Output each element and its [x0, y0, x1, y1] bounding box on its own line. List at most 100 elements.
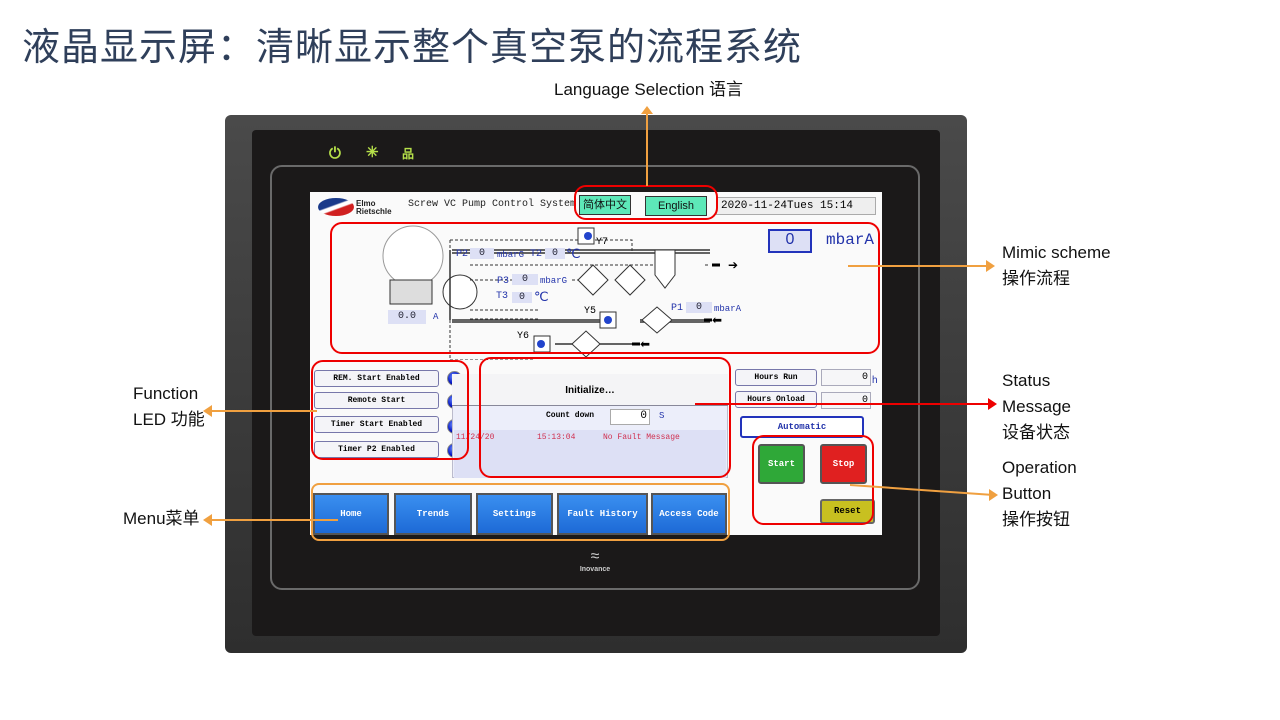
- function-annotation-2: LED 功能: [133, 410, 205, 429]
- log-time: 15:13:04: [537, 433, 576, 442]
- p3-unit: mbarG: [540, 276, 568, 286]
- arrow-right-icon: [989, 489, 998, 501]
- mimic-annotation-en: Mimic scheme: [1002, 243, 1111, 262]
- language-pointer: [646, 110, 648, 186]
- arrow-left-icon: [203, 405, 212, 417]
- t2-value: 0: [545, 248, 565, 259]
- operation-highlight: [752, 435, 874, 525]
- start-button[interactable]: Start: [758, 444, 805, 484]
- menu-fault-history[interactable]: Fault History: [557, 493, 648, 535]
- power-icon: ⏻: [329, 145, 341, 162]
- menu-settings[interactable]: Settings: [476, 493, 553, 535]
- menu-highlight: [311, 483, 730, 541]
- status-annotation-1: Status: [1002, 371, 1051, 390]
- lang-english-button[interactable]: English: [645, 196, 707, 216]
- countdown-unit: S: [659, 411, 665, 421]
- mimic-annotation-cn: 操作流程: [1002, 269, 1070, 288]
- p3-label: P3: [497, 276, 510, 287]
- t2-unit: ℃: [566, 246, 581, 261]
- main-pressure-unit: mbarA: [826, 231, 875, 249]
- valve-y6-icon: [537, 340, 545, 348]
- inovance-logo-icon: ≈: [590, 548, 600, 565]
- log-text: No Fault Message: [603, 433, 680, 442]
- pump-icon: [442, 274, 478, 310]
- operation-annotation-3: 操作按钮: [1002, 510, 1070, 529]
- t3-label: T3: [496, 291, 509, 302]
- function-timer-start-enabled[interactable]: Timer Start Enabled: [314, 416, 439, 433]
- p2-unit: mbarG: [497, 250, 525, 260]
- main-pressure-value: 0: [768, 229, 812, 253]
- log-date: 11/24/20: [456, 433, 495, 442]
- hours-onload-label: Hours Onload: [735, 391, 817, 408]
- hours-run-unit: h: [872, 375, 878, 386]
- function-annotation-1: Function: [133, 384, 199, 403]
- function-remote-start[interactable]: Remote Start: [314, 392, 439, 409]
- t3-unit: ℃: [534, 289, 549, 304]
- p1-label: P1: [671, 303, 684, 314]
- p3-value: 0: [512, 274, 538, 285]
- filter-icons: [571, 264, 673, 358]
- arrow-right-icon: [986, 260, 995, 272]
- motor-current-value: 0.0: [388, 310, 426, 324]
- motor-current-unit: A: [433, 312, 439, 322]
- arrow-left-icon: [203, 514, 212, 526]
- language-highlight: [574, 185, 718, 220]
- mimic-diagram: ➔ ⬅ ⬅: [382, 225, 738, 360]
- p1-unit: mbarA: [714, 304, 742, 314]
- mode-indicator: Automatic: [740, 416, 864, 438]
- p2-value: 0: [470, 248, 494, 259]
- stop-button[interactable]: Stop: [820, 444, 867, 484]
- svg-text:⬅: ⬅: [640, 337, 650, 351]
- logo-line1: Elmo: [356, 199, 376, 208]
- t2-label: T2: [530, 249, 543, 260]
- svg-text:➔: ➔: [728, 258, 738, 272]
- mimic-pointer: [848, 265, 988, 267]
- t3-value: 0: [512, 292, 532, 303]
- datetime-display: 2020-11-24Tues 15:14: [716, 197, 876, 215]
- network-icon: 品: [402, 147, 415, 161]
- status-pointer: [695, 403, 990, 405]
- slide-title: 液晶显示屏：清晰显示整个真空泵的流程系统: [22, 25, 803, 69]
- function-highlight: [311, 360, 469, 460]
- p2-label: P2: [456, 249, 469, 260]
- elmo-logo-icon: [318, 198, 354, 216]
- hours-run-value: 0: [821, 369, 871, 386]
- mimic-annotation: Mimic scheme 操作流程: [1002, 240, 1111, 292]
- screen-frame: [270, 165, 920, 590]
- menu-trends[interactable]: Trends: [394, 493, 472, 535]
- status-message: Initialize…: [452, 374, 728, 406]
- lang-chinese-button[interactable]: 简体中文: [579, 195, 631, 215]
- arrow-right-icon: [988, 398, 997, 410]
- language-annotation: Language Selection 语言: [554, 80, 744, 99]
- p1-value: 0: [686, 302, 712, 313]
- operation-annotation-2: Button: [1002, 484, 1052, 503]
- menu-access-code[interactable]: Access Code: [651, 493, 727, 535]
- countdown-label: Count down: [546, 411, 595, 420]
- logo-line2: Rietschle: [356, 207, 392, 216]
- menu-annotation: Menu菜单: [123, 509, 200, 528]
- valve-y5-icon: [604, 316, 612, 324]
- function-rem-start-enabled[interactable]: REM. Start Enabled: [314, 370, 439, 387]
- arrow-up-icon: [641, 106, 653, 114]
- brand-label: Inovance: [579, 566, 611, 573]
- snowflake-icon: ✳: [366, 144, 379, 161]
- status-annotation-2: Message: [1002, 397, 1071, 416]
- system-title: Screw VC Pump Control System: [408, 199, 577, 210]
- svg-text:⬅: ⬅: [712, 313, 722, 327]
- hours-onload-value: 0: [821, 392, 871, 409]
- mimic-highlight: [330, 222, 880, 354]
- valve-y6-label: Y6: [517, 331, 530, 342]
- valve-y5-label: Y5: [584, 306, 597, 317]
- valve-y7-icon: [584, 232, 592, 240]
- hours-run-label: Hours Run: [735, 369, 817, 386]
- valve-y7-label: Y7: [596, 237, 609, 248]
- operation-annotation-1: Operation: [1002, 458, 1077, 477]
- status-annotation-3: 设备状态: [1002, 423, 1070, 442]
- menu-home[interactable]: Home: [313, 493, 389, 535]
- fault-log: [454, 430, 726, 478]
- motor-icon: [389, 279, 433, 305]
